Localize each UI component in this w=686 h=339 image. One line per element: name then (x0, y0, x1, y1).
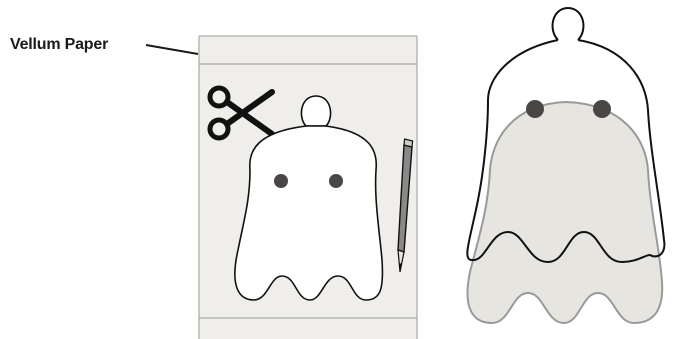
traced-ghost (467, 102, 662, 323)
ghost-right-eye (329, 174, 343, 188)
cutout-ghost-right-eye (593, 100, 611, 118)
ghost-left-eye (274, 174, 288, 188)
ghost-hanger-loop (301, 96, 330, 126)
callout-leader-line (146, 45, 198, 54)
cutout-ghost-left-eye (526, 100, 544, 118)
ghost-hanger-loop (553, 8, 584, 40)
ghost-body (235, 126, 383, 300)
